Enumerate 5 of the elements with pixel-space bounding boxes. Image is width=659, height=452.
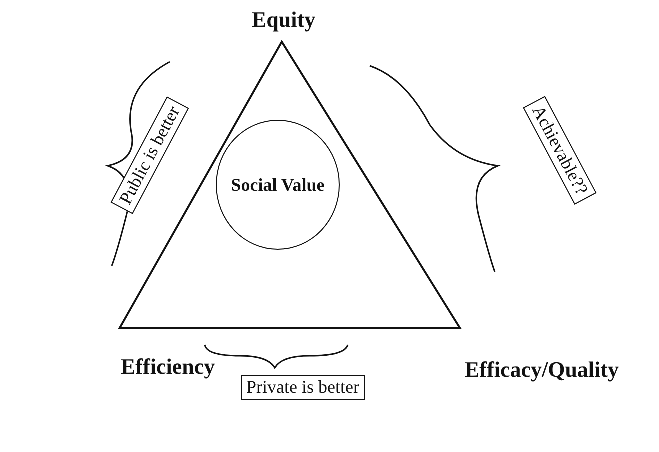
vertex-label: Equity [252, 7, 316, 33]
ellipse: Social Value [216, 120, 340, 250]
vertex-label: Efficiency [121, 354, 216, 380]
text-box: Private is better [240, 374, 366, 400]
vertex-label: Efficacy/Quality [465, 357, 619, 383]
